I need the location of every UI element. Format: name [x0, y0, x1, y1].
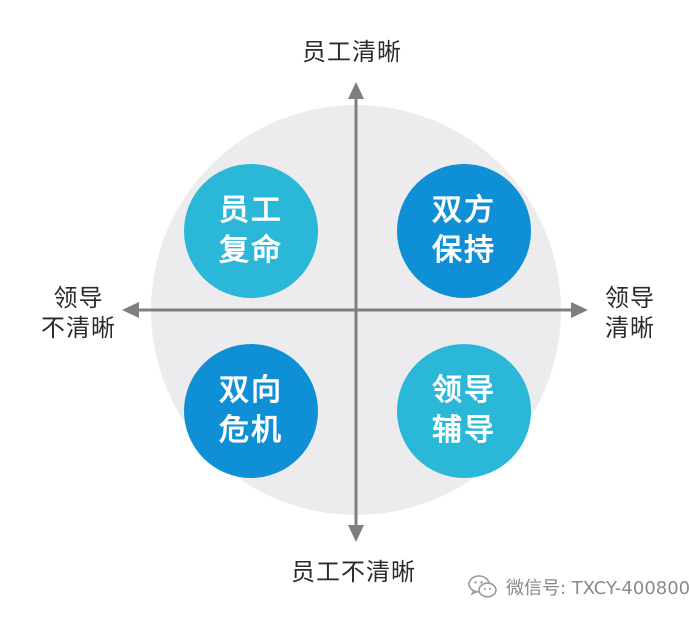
quadrant-bottom-left-line-2: 危机	[219, 413, 283, 448]
axis-label-left: 领导 不清晰	[41, 283, 116, 343]
quadrant-top-right-line-2: 保持	[432, 233, 496, 268]
axis-label-left-line-1: 领导	[53, 284, 104, 312]
quadrant-bottom-right-line-2: 辅导	[432, 413, 496, 448]
watermark-text: 微信号: TXCY-400800	[506, 578, 689, 599]
axis-label-bottom: 员工不清晰	[291, 558, 416, 586]
arrow-left-icon	[122, 302, 139, 318]
quadrant-bottom-left-line-1: 双向	[219, 373, 283, 408]
quadrant-top-left-line-1: 员工	[219, 193, 283, 228]
quadrant-bottom-right-line-1: 领导	[432, 373, 496, 408]
wechat-icon	[468, 575, 497, 598]
axis-label-right: 领导 清晰	[605, 283, 655, 343]
axis-label-right-line-2: 清晰	[605, 314, 655, 342]
quadrant-top-left: 员工 复命	[184, 164, 318, 298]
axis-label-right-line-1: 领导	[605, 284, 655, 312]
quadrant-bottom-left: 双向 危机	[184, 344, 318, 478]
quadrant-top-left-line-2: 复命	[219, 233, 283, 268]
axis-label-left-line-2: 不清晰	[41, 314, 116, 342]
quadrant-bottom-right: 领导 辅导	[397, 344, 531, 478]
watermark: 微信号: TXCY-400800	[468, 572, 689, 602]
quadrant-top-right: 双方 保持	[397, 164, 531, 298]
arrow-up-icon	[348, 82, 364, 99]
quadrant-top-right-line-1: 双方	[432, 193, 496, 228]
arrow-right-icon	[571, 302, 588, 318]
arrow-down-icon	[348, 525, 364, 542]
axis-label-top: 员工清晰	[302, 38, 402, 66]
